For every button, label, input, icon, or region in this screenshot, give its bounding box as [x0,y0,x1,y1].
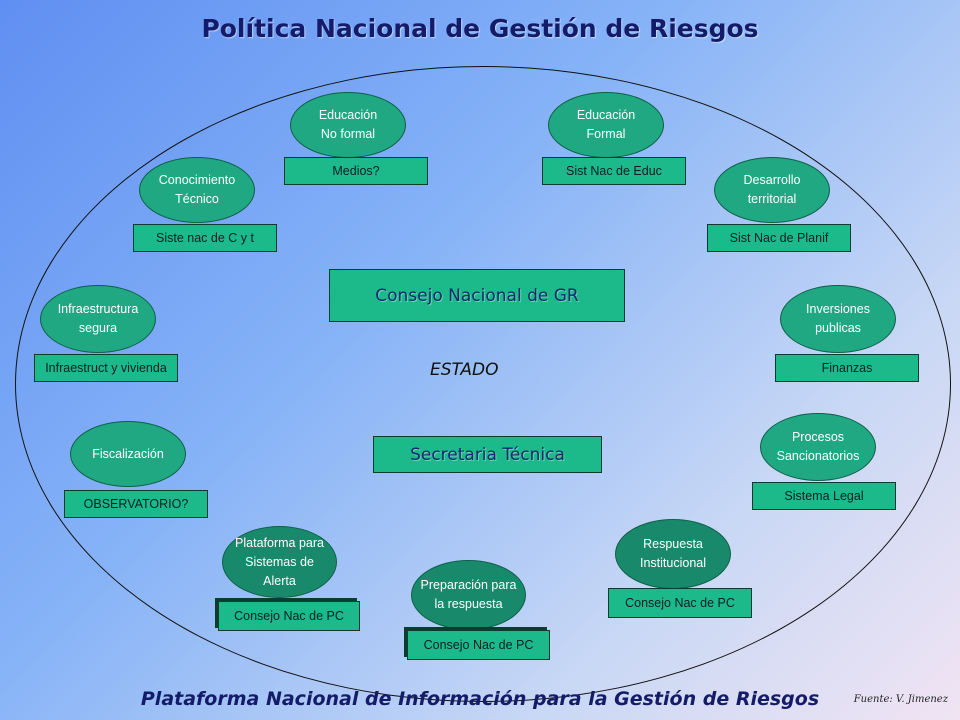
node-label-line1: Desarrollo [743,173,801,187]
box-infraestruct-vivienda: Infraestruct y vivienda [34,354,178,382]
page-title: Política Nacional de Gestión de Riesgos [201,14,759,43]
node-label-line2: Técnico [175,192,219,206]
node-desarrollo-territorial: Desarrollo territorial [714,157,830,223]
box-consejo-nac-pc-respuesta: Consejo Nac de PC [608,588,752,618]
box-sist-nac-planif: Sist Nac de Planif [707,224,851,252]
node-label-line1: Plataforma para [235,535,324,550]
node-label-line1: Fiscalización [92,446,164,461]
node-label-line2: publicas [815,321,861,335]
node-label-line2: Formal [586,127,626,141]
secretaria-tecnica-box: Secretaria Técnica [373,436,602,473]
node-label-line2: Institucional [639,556,706,570]
node-label-line2: la respuesta [434,597,503,611]
box-sist-nac-educ: Sist Nac de Educ [542,157,686,185]
node-label-line1: Inversiones [806,302,870,316]
node-label-line2: No formal [320,127,376,141]
node-preparacion-respuesta: Preparación para la respuesta [411,560,526,630]
box-finanzas: Finanzas [775,354,919,382]
node-fiscalizacion: Fiscalización [70,421,186,487]
box-siste-nac-cyt: Siste nac de C y t [133,224,277,252]
box-consejo-nac-pc-preparacion: Consejo Nac de PC [407,630,550,660]
source-credit: Fuente: V. Jimenez [853,694,948,705]
estado-boundary-ellipse [15,66,951,702]
node-infraestructura-segura: Infraestructura segura [40,285,156,353]
node-inversiones-publicas: Inversiones publicas [780,285,896,353]
box-sistema-legal: Sistema Legal [752,482,896,510]
node-label-line1: Procesos [791,430,845,444]
node-label-line1: Preparación para [420,578,517,592]
node-label-line1: Infraestructura [57,302,139,316]
box-observatorio: OBSERVATORIO? [64,490,208,518]
node-label-line2: segura [78,321,118,335]
node-label-line1: Educación [318,108,378,122]
consejo-nacional-gr-box: Consejo Nacional de GR [329,269,625,322]
node-label-line1: Conocimiento [158,173,236,187]
node-label-line2: Sancionatorios [776,449,860,463]
node-label-line1: Respuesta [643,537,703,551]
node-label-line1: Educación [576,108,636,122]
node-label-line3: Alerta [263,573,296,588]
node-educacion-no-formal: Educación No formal [290,92,406,158]
box-consejo-nac-pc-alerta: Consejo Nac de PC [218,601,360,631]
node-label-line2: Sistemas de [245,554,314,569]
estado-label: ESTADO [430,360,499,380]
footer-title: Plataforma Nacional de Información para … [140,688,820,710]
node-label-line2: territorial [747,192,797,206]
box-medios: Medios? [284,157,428,185]
